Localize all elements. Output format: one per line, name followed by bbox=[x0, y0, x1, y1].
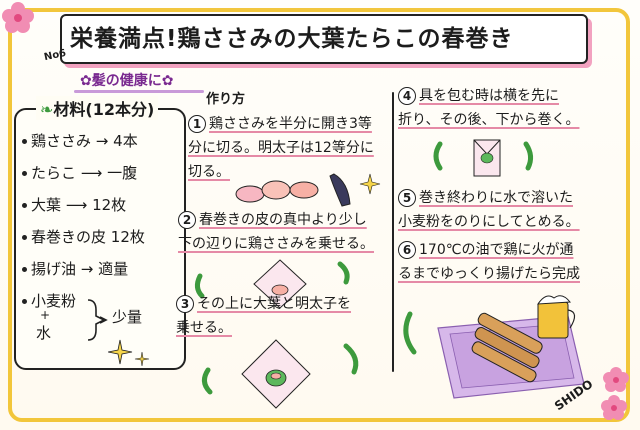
step-number: 1 bbox=[188, 115, 206, 133]
step-text: 下の辺りに鶏ささみを乗せる。 bbox=[178, 236, 374, 252]
ingredients-heading: ❧材料(12本分) bbox=[36, 96, 159, 120]
ingredient-amount: 12枚 bbox=[110, 228, 145, 246]
step-number: 6 bbox=[398, 241, 416, 259]
ingredient-group-item: 水 bbox=[36, 324, 52, 342]
fried-spring-rolls-illustration bbox=[403, 295, 585, 399]
ingredient-name: 揚げ油 bbox=[31, 260, 77, 278]
ingredients-heading-text: 材料(12本分) bbox=[53, 100, 155, 119]
bullet-icon bbox=[22, 267, 27, 272]
step-text: 分に切る。明太子は12等分に bbox=[188, 140, 374, 156]
bullet-icon bbox=[22, 139, 27, 144]
ingredient-amount: 少量 bbox=[112, 308, 143, 326]
steps-heading: 作り方 bbox=[206, 92, 246, 107]
step-text: 鶏ささみを半分に開き3等 bbox=[209, 116, 372, 132]
ingredient-name: 鶏ささみ bbox=[31, 132, 92, 150]
step-number: 5 bbox=[398, 189, 416, 207]
sakura-flowers-icon bbox=[601, 367, 629, 420]
arrow-icon: → bbox=[80, 260, 94, 278]
arrow-icon: → bbox=[95, 132, 109, 150]
ingredient-row: 春巻きの皮 12枚 bbox=[22, 226, 145, 247]
step-text: 巻き終わりに水で溶いた bbox=[419, 190, 573, 206]
step-text: 170℃の油で鶏に火が通 bbox=[419, 242, 574, 258]
bullet-icon bbox=[22, 235, 27, 240]
title-box bbox=[60, 14, 588, 64]
page-title: 栄養満点!鶏ささみの大葉たらこの春巻き bbox=[70, 26, 514, 52]
step-text: 小麦粉をのりにしてとめる。 bbox=[398, 214, 580, 230]
subtitle-underline bbox=[74, 90, 204, 93]
ingredient-name: 大葉 bbox=[31, 196, 62, 214]
ingredient-name: たらこ bbox=[31, 164, 77, 182]
step-text: 具を包む時は横を先に bbox=[419, 88, 559, 104]
leaf-icon: ❧ bbox=[40, 100, 54, 119]
step-number: 3 bbox=[176, 295, 194, 313]
folded-wrapper-illustration bbox=[433, 139, 534, 177]
step-text: 切る。 bbox=[188, 164, 230, 180]
bullet-icon bbox=[22, 203, 27, 208]
wrapper-illustration bbox=[194, 259, 350, 309]
ingredient-amount: 一腹 bbox=[107, 164, 138, 182]
bracket-arrow-icon bbox=[87, 299, 108, 341]
bullet-icon bbox=[22, 299, 27, 304]
step-text: 春巻きの皮の真中より少し bbox=[199, 212, 367, 228]
ingredient-row: 大葉 ⟶ 12枚 bbox=[22, 194, 126, 215]
ingredient-row: 鶏ささみ → 4本 bbox=[22, 130, 138, 151]
sakura-flower-icon bbox=[2, 2, 34, 33]
step-text: その上に大葉と明太子を bbox=[197, 296, 351, 312]
flower-icon: ✿ bbox=[161, 73, 174, 89]
step-number: 2 bbox=[178, 211, 196, 229]
ingredient-name: 春巻きの皮 bbox=[31, 228, 107, 246]
step-text: 乗せる。 bbox=[176, 320, 232, 336]
subtitle: ✿髪の健康に✿ bbox=[80, 70, 173, 90]
sliced-ingredients-illustration bbox=[235, 173, 381, 207]
arrow-icon: ⟶ bbox=[65, 196, 88, 214]
arrow-icon: ⟶ bbox=[80, 164, 103, 182]
step-number: 4 bbox=[398, 87, 416, 105]
ingredient-amount: 12枚 bbox=[92, 196, 127, 214]
ingredient-amount: 適量 bbox=[98, 260, 129, 278]
plus-sign: + bbox=[40, 308, 51, 322]
flower-icon: ✿ bbox=[80, 73, 92, 89]
card-frame bbox=[8, 8, 630, 422]
ingredient-row: たらこ ⟶ 一腹 bbox=[22, 162, 137, 183]
subtitle-text: 髪の健康に bbox=[91, 73, 162, 89]
ingredient-name: 小麦粉 bbox=[31, 292, 77, 310]
ingredient-group-item: 小麦粉 bbox=[22, 290, 76, 311]
column-divider bbox=[392, 92, 394, 372]
ingredient-amount: 4本 bbox=[113, 132, 138, 150]
step-text: るまでゆっくり揚げたら完成 bbox=[398, 266, 580, 282]
step-text: 折り、その後、下から巻く。 bbox=[398, 112, 580, 128]
ingredient-row: 揚げ油 → 適量 bbox=[22, 258, 128, 279]
wrapper-with-shiso-illustration bbox=[202, 339, 359, 409]
bullet-icon bbox=[22, 171, 27, 176]
sparkle-icon bbox=[108, 339, 150, 367]
